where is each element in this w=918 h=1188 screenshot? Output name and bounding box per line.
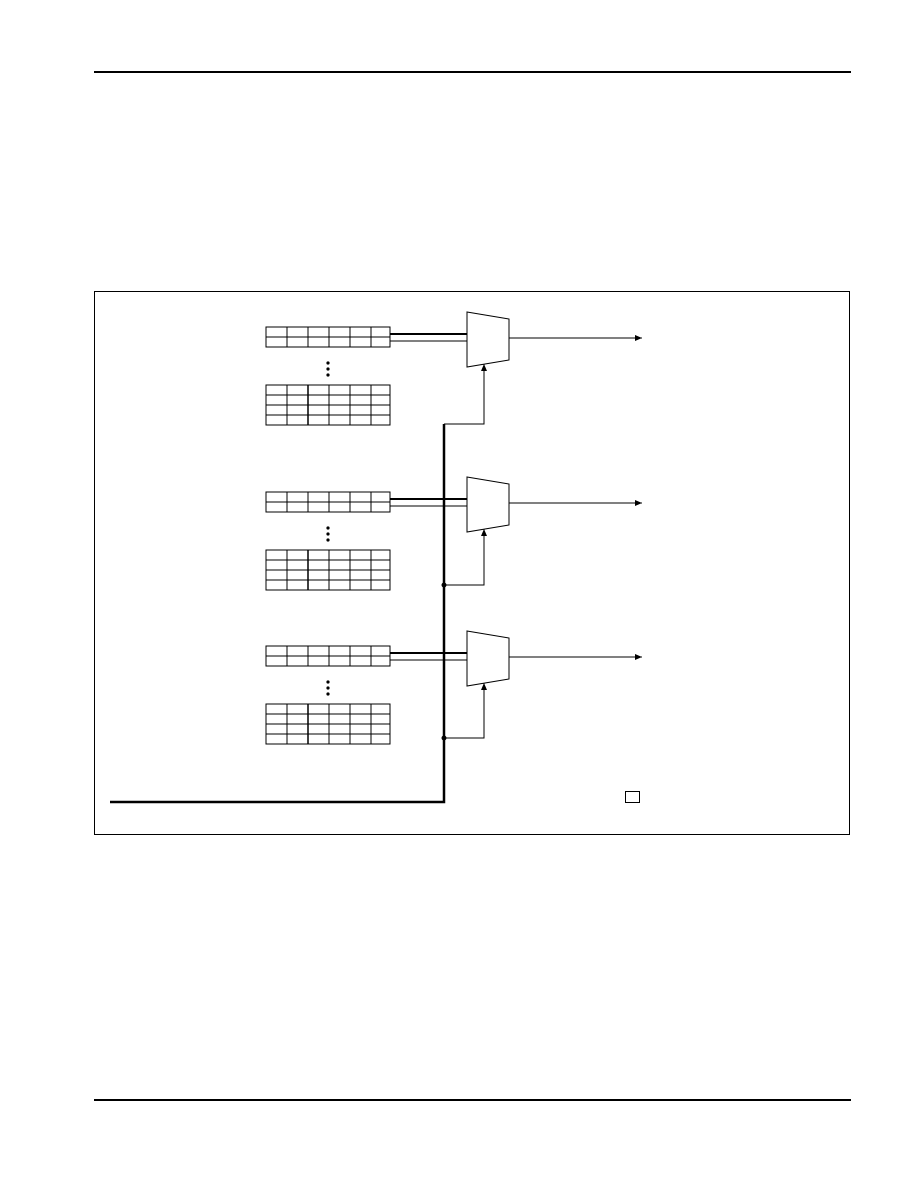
group-3-ellipsis-dot: [326, 680, 330, 684]
group-2-ellipsis-dot: [326, 526, 330, 530]
header-rule: [94, 71, 851, 73]
group-3-ellipsis-dot: [326, 686, 330, 690]
group-2-multiplexer: [466, 476, 510, 533]
group-3-junction-dot: [441, 735, 447, 741]
group-2-ellipsis-dot: [326, 538, 330, 542]
legend-box: [625, 791, 640, 803]
group-1-multiplexer: [466, 311, 510, 368]
group-2-select-line: [444, 529, 487, 586]
group-1-ellipsis-dot: [326, 361, 330, 365]
group-2-ellipsis-dot: [326, 532, 330, 536]
select-bus: [110, 424, 446, 804]
group-1-select-line: [444, 364, 487, 425]
diagram-frame: [94, 291, 850, 835]
group-3-select-line: [444, 683, 487, 739]
group-3-multiplexer: [466, 630, 510, 687]
group-1-ellipsis-dot: [326, 373, 330, 377]
group-3-ellipsis-dot: [326, 692, 330, 696]
footer-rule: [94, 1099, 851, 1101]
group-1-ellipsis-dot: [326, 367, 330, 371]
group-2-junction-dot: [441, 582, 447, 588]
